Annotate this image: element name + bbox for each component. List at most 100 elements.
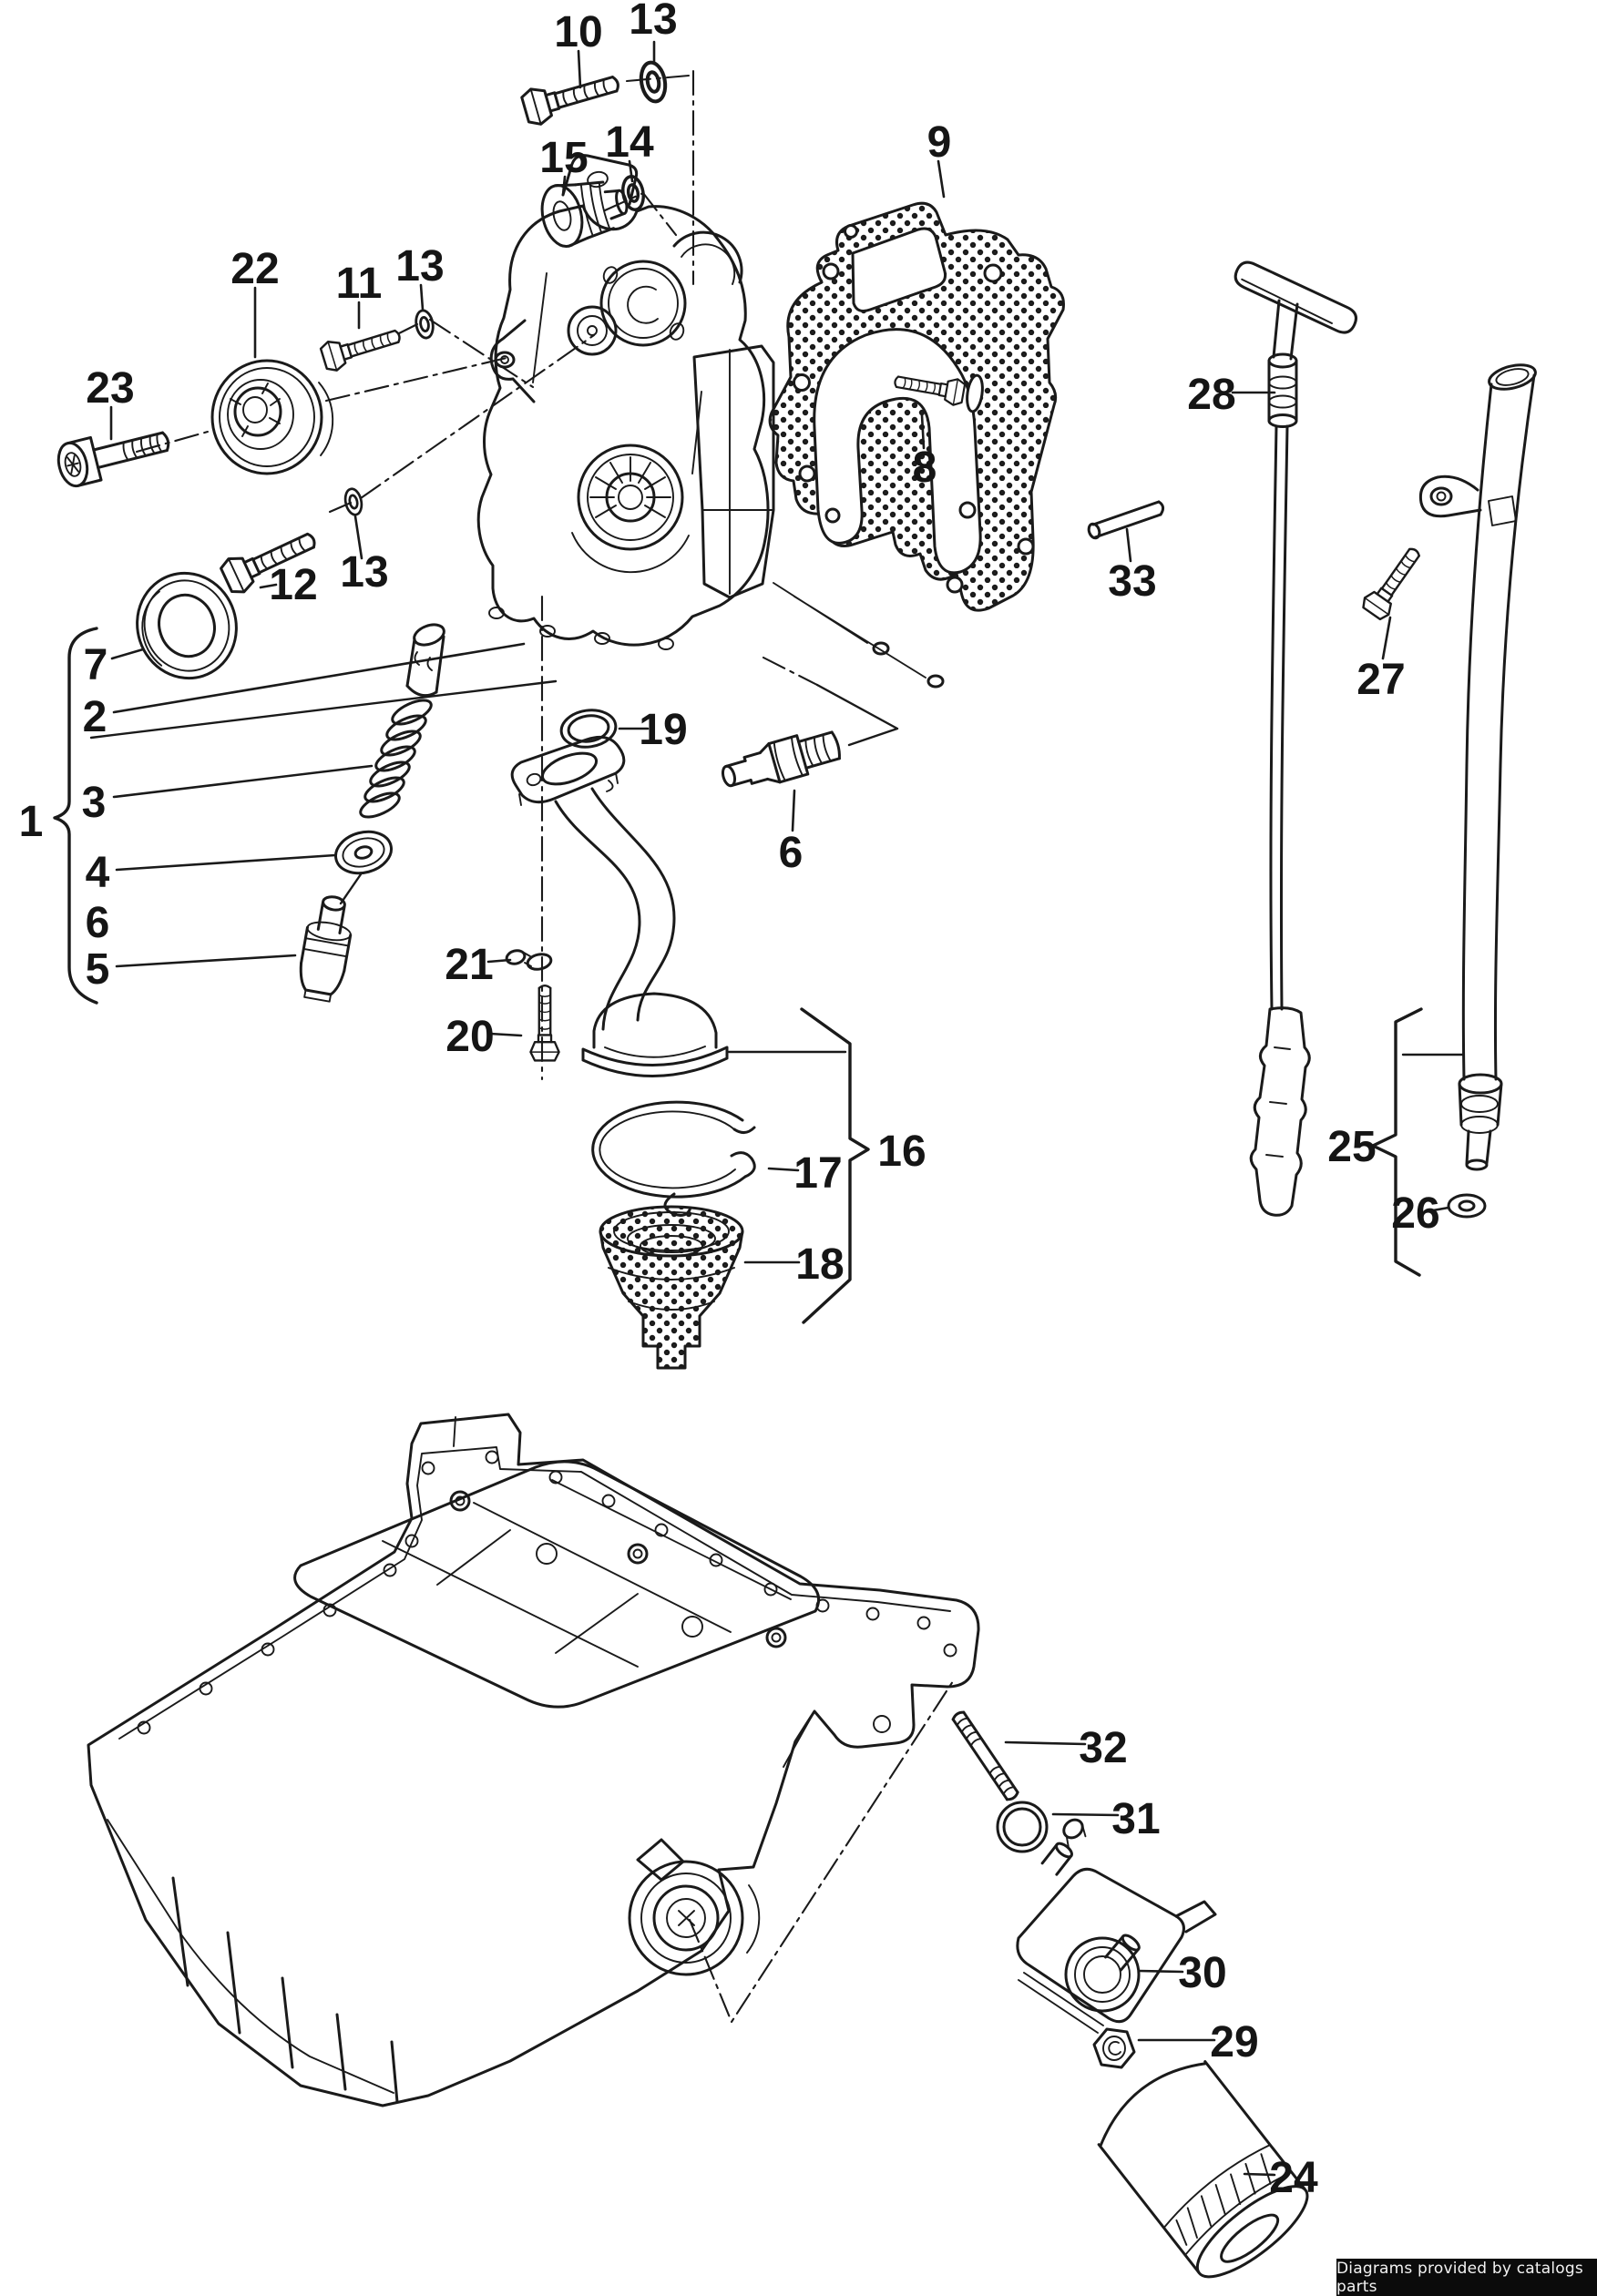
part-label-28: 28: [1187, 371, 1235, 419]
timing-cover-gasket-9: [768, 201, 1065, 612]
leader-line-14: [628, 159, 634, 183]
part-label-2: 2: [83, 693, 107, 741]
dipstick-28: [1234, 260, 1357, 1217]
dowel-pin-33: [1087, 500, 1165, 540]
watermark-text: Diagrams provided by catalogs parts: [1336, 2259, 1583, 2296]
leader-line-32: [1004, 1740, 1087, 1746]
part-label-12: 12: [269, 561, 317, 609]
nut-29: [1092, 2027, 1136, 2069]
part-label-3: 3: [82, 779, 107, 827]
leader-line-15: [561, 175, 567, 197]
relief-spring-3: [359, 699, 433, 819]
leader-line-30: [1137, 1969, 1184, 1974]
group-brackets: [53, 627, 1423, 1324]
pointer-lines: [89, 411, 1465, 1056]
bracket-group-25: [1371, 1007, 1423, 1277]
leader-line-3: [112, 764, 374, 799]
leader-line-24: [1243, 2172, 1276, 2177]
relief-piston-2: [405, 623, 445, 698]
part-label-24: 24: [1269, 2154, 1318, 2202]
guide-tube-25: [1418, 363, 1537, 1171]
filter-flange-30: [1016, 1818, 1217, 2034]
circlip-17: [591, 1100, 756, 1217]
part-label-14: 14: [605, 118, 654, 167]
oil-valve-6: [721, 730, 841, 788]
clamp-21: [505, 949, 553, 971]
leader-line-7: [110, 648, 145, 660]
bolt-11: [318, 320, 405, 374]
bolt-20: [529, 985, 560, 1062]
oil-filter-24: [1097, 2060, 1309, 2279]
part-label-16: 16: [877, 1128, 926, 1176]
bolt-27: [1358, 540, 1429, 623]
bracket-group-1: [53, 627, 98, 1005]
part-label-5: 5: [86, 945, 110, 994]
leader-line-20: [488, 1032, 523, 1037]
relief-valve-axis-line: [89, 679, 558, 740]
part-label-33: 33: [1108, 557, 1156, 606]
part-label-4: 4: [86, 849, 110, 897]
stud-32: [951, 1710, 1019, 1801]
part-label-25: 25: [1327, 1123, 1376, 1171]
leader-line-2: [112, 642, 526, 714]
part-label-15: 15: [539, 134, 588, 182]
socket-bolt-23: [56, 431, 170, 488]
bracket-group-16: [800, 1007, 870, 1324]
part-label-13b: 13: [395, 242, 444, 291]
bushing-15: [540, 180, 629, 248]
washer-13a: [639, 61, 669, 104]
part-label-32: 32: [1079, 1724, 1127, 1772]
assembly-axes: [135, 69, 957, 2024]
washer-26: [1447, 1193, 1487, 1219]
leader-line-33: [1125, 527, 1132, 563]
part-label-27: 27: [1356, 656, 1405, 704]
part-label-31: 31: [1111, 1795, 1160, 1843]
part-label-6b: 6: [779, 829, 804, 877]
leader-line-6b: [791, 789, 796, 832]
part-label-1: 1: [19, 798, 44, 846]
part-label-21: 21: [445, 941, 493, 989]
leader-line-10: [577, 49, 582, 89]
leader-line-4: [115, 853, 337, 872]
leader-line-8: [920, 413, 926, 450]
leader-line-12: [259, 583, 278, 589]
oring-31: [996, 1801, 1049, 1853]
part-label-22: 22: [230, 245, 279, 293]
oil-pan: [87, 1413, 980, 2107]
valve-install-pointer: [815, 683, 899, 747]
part-label-13c: 13: [340, 548, 388, 597]
watermark-banner: Diagrams provided by catalogs parts: [1336, 2259, 1597, 2296]
part-label-7: 7: [84, 641, 108, 689]
leader-line-9: [937, 159, 946, 199]
part-label-9: 9: [927, 118, 952, 167]
tensioner-pulley-22: [210, 359, 334, 475]
part-label-23: 23: [86, 364, 134, 413]
part-label-13a: 13: [629, 0, 677, 44]
part-label-11: 11: [336, 260, 383, 308]
leader-line-27: [1381, 616, 1392, 660]
part-label-8: 8: [913, 444, 937, 492]
part-label-19: 19: [639, 706, 687, 754]
leader-line-26: [1431, 1206, 1450, 1212]
leader-line-21: [486, 958, 512, 964]
part-label-6a: 6: [86, 899, 110, 947]
oring-19: [559, 709, 618, 749]
washer-13c: [342, 485, 365, 518]
leader-line-17: [767, 1167, 800, 1172]
suction-pipe-assembly: [510, 709, 729, 1077]
part-label-17: 17: [793, 1149, 842, 1198]
oil-pump-housing: [476, 154, 945, 689]
crank-seal-7: [136, 571, 238, 680]
part-label-20: 20: [445, 1013, 494, 1061]
leader-line-13b: [419, 283, 425, 311]
part-label-29: 29: [1210, 2018, 1258, 2066]
relief-washer-4: [334, 830, 393, 875]
leader-line-31: [1051, 1812, 1120, 1817]
relief-plug-5: [299, 895, 353, 1003]
strainer-18: [599, 1205, 744, 1370]
leader-line-5: [115, 954, 297, 968]
part-label-26: 26: [1391, 1189, 1439, 1238]
